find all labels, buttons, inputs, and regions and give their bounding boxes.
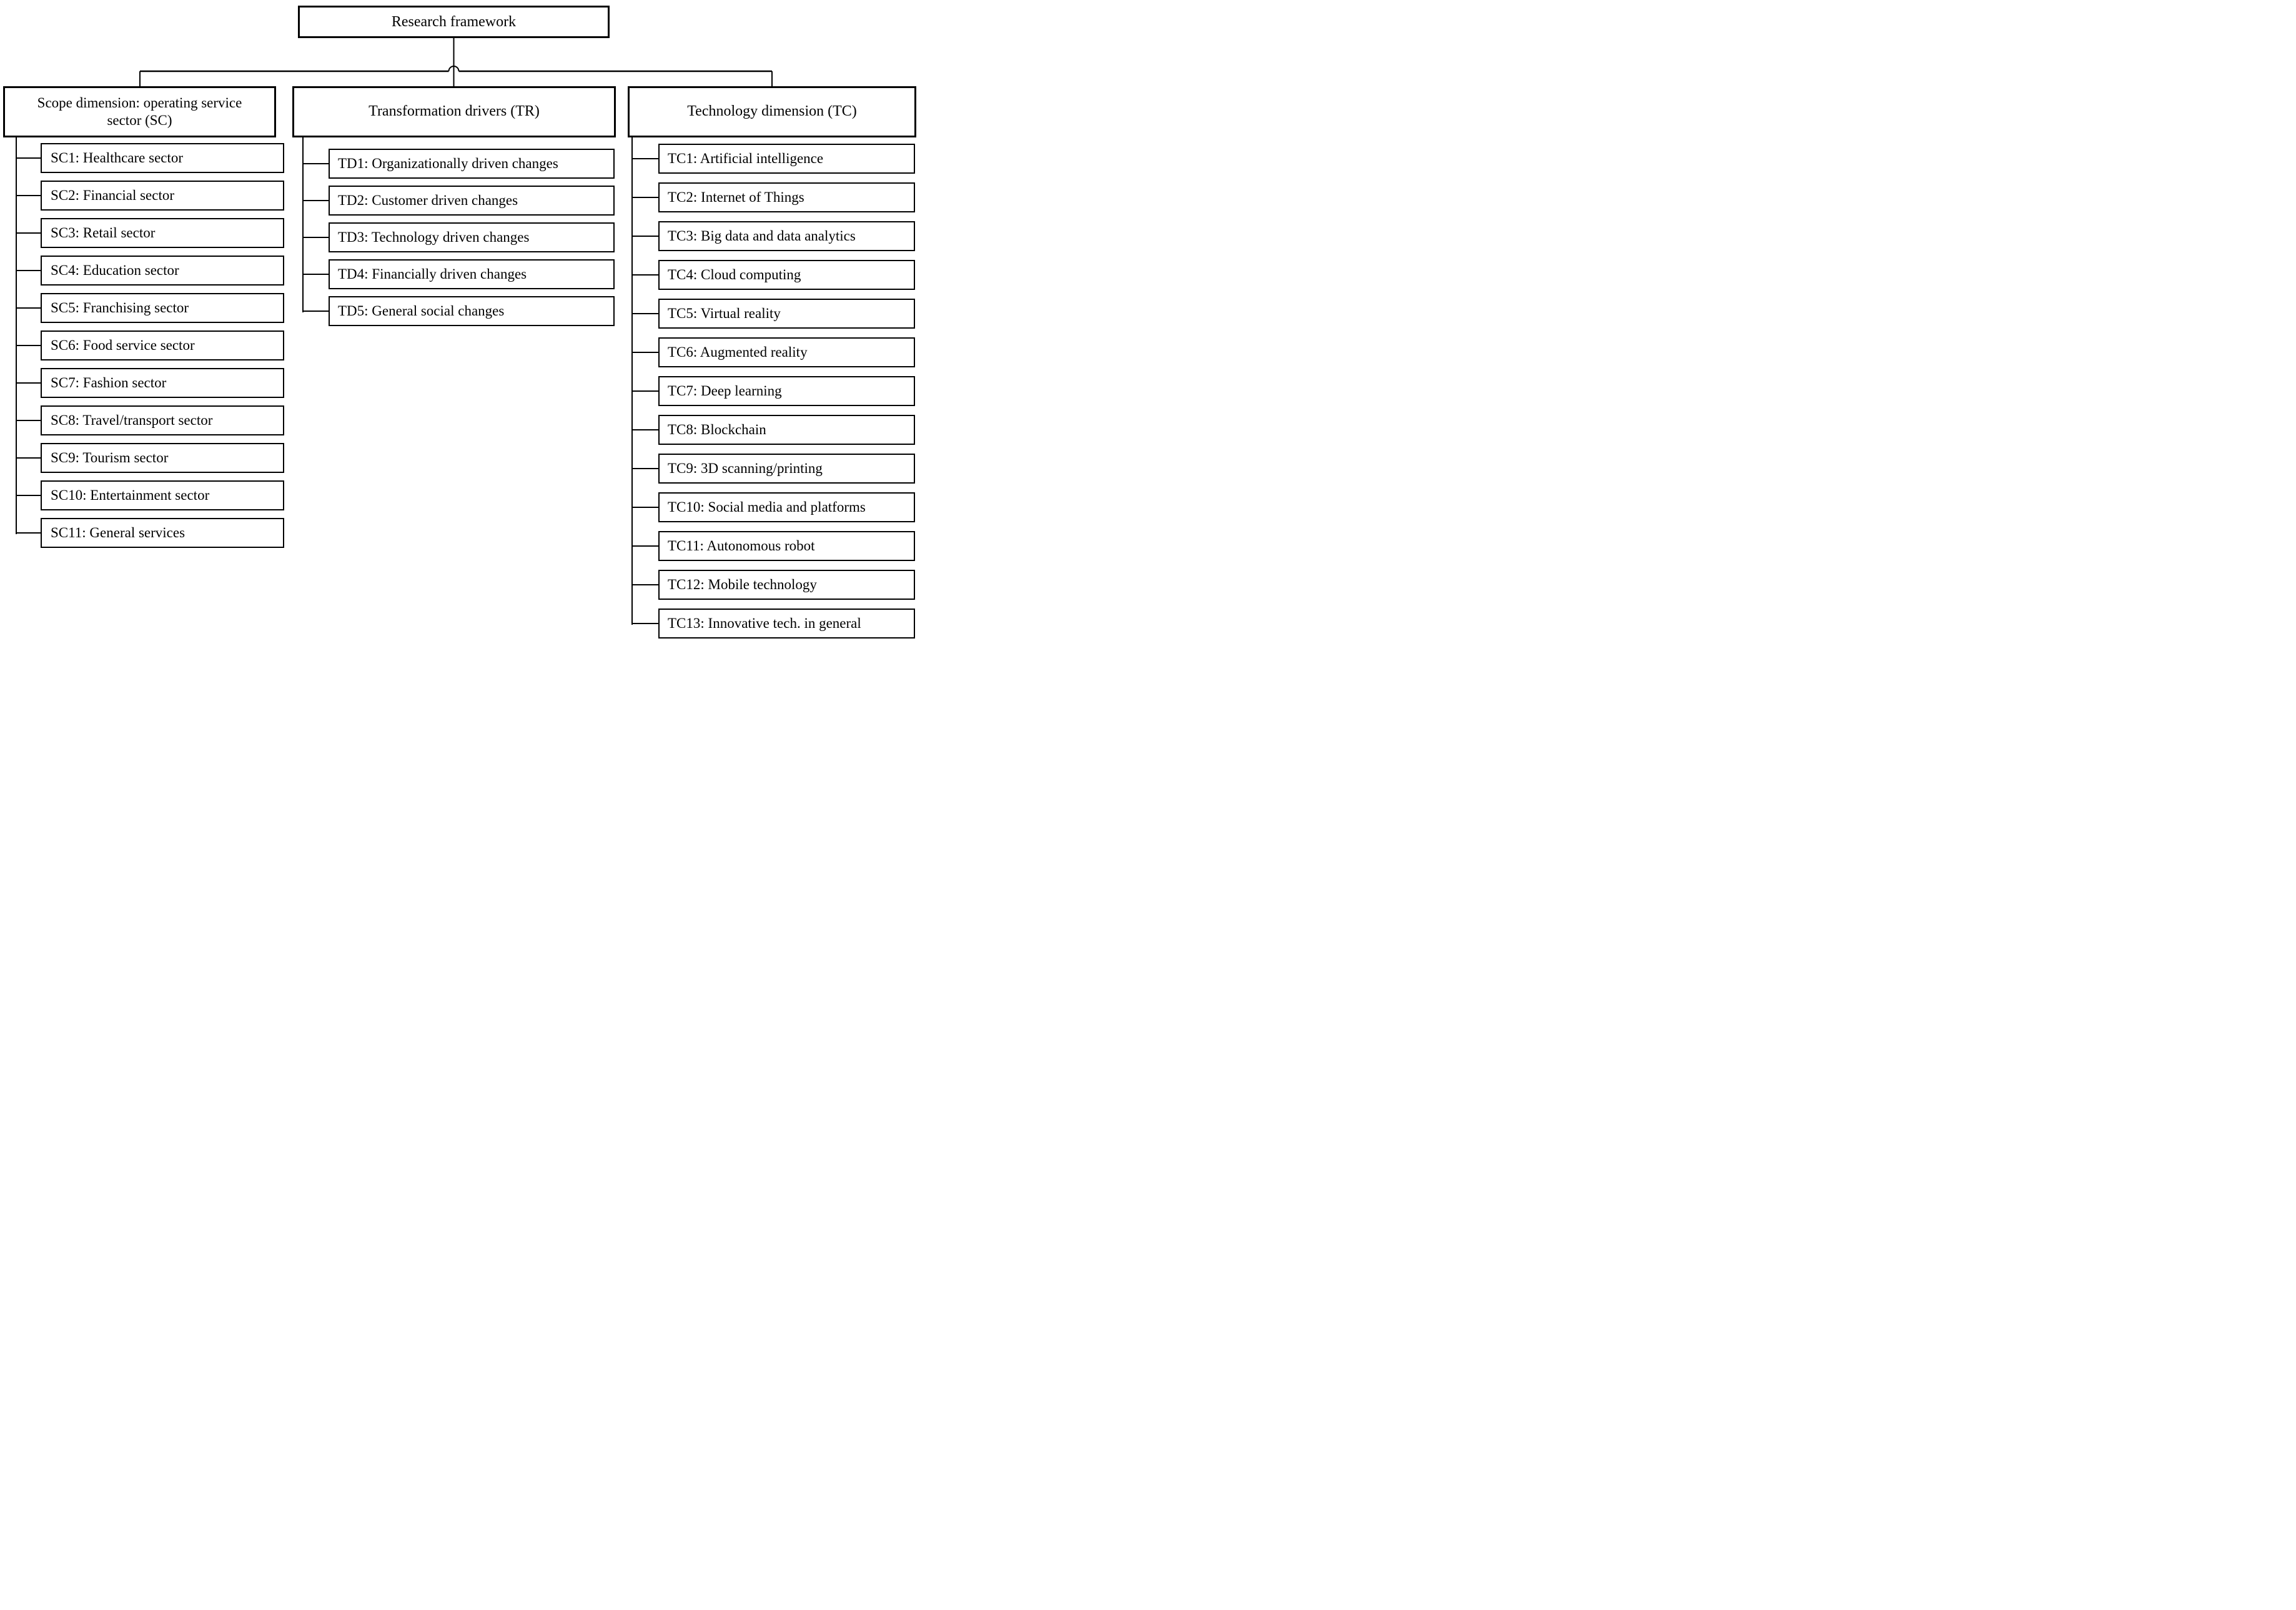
tree-node: TC2: Internet of Things: [631, 182, 915, 212]
tree-node: TD1: Organizationally driven changes: [302, 149, 615, 179]
tree-node: SC11: General services: [16, 518, 284, 548]
research-framework-diagram: Research framework Scope dimension: oper…: [0, 0, 918, 644]
tree-node: TC5: Virtual reality: [631, 299, 915, 329]
column-transformation-drivers: Transformation drivers (TR) TD1: Organiz…: [292, 86, 616, 326]
tree-node: SC4: Education sector: [16, 256, 284, 286]
column-technology-dimension: Technology dimension (TC) TC1: Artificia…: [628, 86, 916, 639]
tree-node: SC5: Franchising sector: [16, 293, 284, 323]
root-node: Research framework: [298, 6, 610, 38]
tree-node: TD2: Customer driven changes: [302, 186, 615, 216]
tree-node: TD4: Financially driven changes: [302, 259, 615, 289]
tree-node: TC8: Blockchain: [631, 415, 915, 445]
tree-node: SC1: Healthcare sector: [16, 143, 284, 173]
tree-node: TD5: General social changes: [302, 296, 615, 326]
branch-line: [302, 137, 304, 312]
column-scope-dimension: Scope dimension: operating service secto…: [3, 86, 284, 548]
tree-node: SC7: Fashion sector: [16, 368, 284, 398]
tree-node: SC2: Financial sector: [16, 181, 284, 211]
tree-node: SC9: Tourism sector: [16, 443, 284, 473]
tree-node: TC1: Artificial intelligence: [631, 144, 915, 174]
tree-node: TC10: Social media and platforms: [631, 492, 915, 522]
tree-node: SC10: Entertainment sector: [16, 480, 284, 510]
tree-node: TC9: 3D scanning/printing: [631, 454, 915, 484]
tree-node: SC3: Retail sector: [16, 218, 284, 248]
tree-node: SC6: Food service sector: [16, 330, 284, 360]
tree-node: TD3: Technology driven changes: [302, 222, 615, 252]
branch-line: [631, 137, 633, 625]
tree-node: SC8: Travel/transport sector: [16, 405, 284, 435]
tree-node: TC11: Autonomous robot: [631, 531, 915, 561]
column-header: Technology dimension (TC): [628, 86, 916, 137]
column-header: Transformation drivers (TR): [292, 86, 616, 137]
branch-line: [16, 137, 17, 534]
tree-node: TC4: Cloud computing: [631, 260, 915, 290]
column-header: Scope dimension: operating service secto…: [3, 86, 276, 137]
tree-node: TC3: Big data and data analytics: [631, 221, 915, 251]
tree-node: TC12: Mobile technology: [631, 570, 915, 600]
tree-node: TC6: Augmented reality: [631, 337, 915, 367]
tree-node: TC7: Deep learning: [631, 376, 915, 406]
tree-node: TC13: Innovative tech. in general: [631, 609, 915, 639]
